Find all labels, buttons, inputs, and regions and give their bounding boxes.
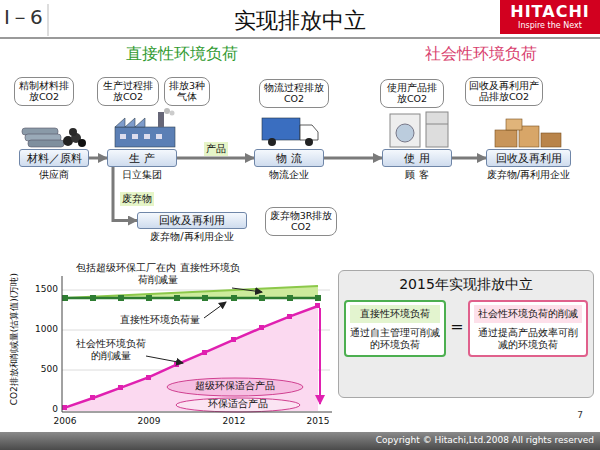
flow-arrow	[177, 157, 254, 160]
slide-label: 2006	[48, 416, 82, 426]
emission-callout: 废弃物3R排放CO2	[265, 207, 337, 236]
process-box: 材料／原料供应商	[19, 149, 89, 167]
super-eco-ellipse	[167, 378, 303, 396]
actor-label: 废弃物/再利用企业	[150, 230, 233, 244]
slide-label: 2015	[301, 416, 335, 426]
actor-label: 物流企业	[269, 168, 309, 182]
slide-label: 7	[570, 410, 590, 420]
material-icon	[22, 128, 86, 147]
emission-callout: 物流过程排放CO2	[259, 79, 329, 108]
actor-label: 废弃物/再利用企业	[487, 168, 570, 182]
slide-label: Inspire the Next	[500, 21, 600, 30]
slide-label: 500	[22, 364, 58, 374]
social-area	[65, 306, 318, 411]
node-text: 排放3种气体	[168, 80, 206, 103]
direct-line	[65, 297, 318, 300]
slide-label: 包括超级环保工厂在内 直接性环境负荷削减量	[74, 262, 242, 285]
slide-label: CO2排放和削减量(估算值)(万吨)	[9, 254, 19, 424]
neutral-drop-arrow	[319, 308, 321, 404]
process-box: 回收及再利用废弃物/再利用企业	[486, 149, 571, 167]
recycle-boxes-icon	[495, 119, 561, 147]
truck-icon	[262, 118, 318, 146]
logo-box	[500, 0, 600, 34]
section-heading: 社会性环境负荷	[368, 44, 594, 65]
node-text: 回收及再利用	[159, 213, 225, 228]
edge-label: 产品	[204, 142, 228, 156]
slide-label: 0	[22, 404, 58, 414]
axis-y	[62, 276, 63, 412]
node-text: 回收及再利用产品排放CO2	[469, 80, 539, 103]
eco-ellipse	[176, 398, 300, 412]
appliance-icon	[390, 112, 448, 147]
slide-label: =	[448, 318, 466, 336]
slide-label: 社会性环境负荷的削减量	[76, 338, 146, 361]
flow-arrow	[452, 157, 486, 160]
emission-callout: 生产过程排放CO2	[97, 77, 159, 106]
slide-label: 直接性环境负荷量	[112, 314, 208, 326]
region-panel: 直接性环境负荷精制材料排放CO2材料／原料供应商生产过程排放CO2排放3种气体生…	[8, 72, 356, 254]
leader-lines	[146, 288, 262, 363]
node-text: 材料／原料	[27, 151, 82, 166]
edge-label: 废弃物	[120, 192, 154, 206]
slide-label: Copyright © Hitachi,Ltd.2008 All rights …	[300, 435, 594, 445]
axis-x	[62, 412, 332, 413]
node-text: 生 产	[129, 151, 155, 166]
slide-label: 2009	[132, 416, 166, 426]
summary-box: 社会性环境负荷的削减通过提高产品效率可削减的环境负荷	[468, 300, 588, 357]
social-points	[62, 303, 320, 410]
actor-label: 日立集团	[122, 168, 162, 182]
node-text: 物流过程排放CO2	[263, 82, 325, 105]
region-panel: 社会性环境负荷使用产品排放CO2回收及再利用产品排放CO2使 用顾 客回收及再利…	[368, 72, 594, 196]
process-box: 使 用顾 客	[382, 149, 452, 167]
summary-heading: 直接性环境负荷	[350, 305, 440, 323]
summary-body: 通过提高产品效率可削减的环境负荷	[474, 327, 582, 352]
slide-title: 实现排放中立	[100, 6, 500, 36]
actor-label: 供应商	[39, 168, 69, 182]
summary-box: 直接性环境负荷通过自主管理可削减的环境负荷	[344, 300, 446, 357]
node-text: 精制材料排放CO2	[18, 80, 70, 103]
flow-arrow	[89, 157, 107, 160]
social-line	[65, 306, 318, 408]
slide-label: Ⅰ－6	[4, 6, 48, 29]
node-text: 使用产品排放CO2	[384, 82, 440, 105]
slide-label: 2012	[217, 416, 251, 426]
reduction-line	[65, 286, 318, 298]
footer	[0, 432, 600, 450]
emission-callout: 排放3种气体	[164, 77, 210, 106]
panel-title: 2015年实现排放中立	[339, 271, 593, 294]
reduction-wedge	[65, 286, 318, 298]
factory-icon	[115, 108, 175, 147]
section-heading: 直接性环境负荷	[8, 44, 356, 65]
process-box: 物 流物流企业	[254, 149, 324, 167]
chart	[62, 276, 332, 412]
slide-label: 1500	[22, 284, 58, 294]
emission-callout: 精制材料排放CO2	[14, 77, 74, 106]
node-text: 使 用	[404, 151, 430, 166]
summary-heading: 社会性环境负荷的削减	[474, 305, 582, 323]
direct-points	[62, 295, 321, 301]
icons	[22, 108, 561, 147]
actor-label: 顾 客	[405, 168, 428, 182]
node-text: 生产过程排放CO2	[101, 80, 155, 103]
node-text: 物 流	[276, 151, 302, 166]
slide-label: 环保适合产品	[178, 399, 298, 410]
slide-label: HITACHI	[500, 3, 600, 21]
process-box: 生 产日立集团	[107, 149, 177, 167]
header	[0, 0, 600, 38]
summary-panel: 2015年实现排放中立直接性环境负荷通过自主管理可削减的环境负荷社会性环境负荷的…	[338, 270, 594, 398]
process-box: 回收及再利用废弃物/再利用企业	[137, 212, 247, 229]
slide-label: 超级环保适合产品	[172, 380, 298, 392]
flow-arrow	[324, 157, 382, 160]
node-text: 回收及再利用	[496, 151, 562, 166]
emission-callout: 使用产品排放CO2	[380, 79, 444, 108]
slide-label: 1000	[22, 324, 58, 334]
summary-body: 通过自主管理可削减的环境负荷	[350, 327, 440, 352]
title-area: 实现排放中立	[100, 6, 500, 36]
emission-callout: 回收及再利用产品排放CO2	[465, 77, 543, 106]
node-text: 废弃物3R排放CO2	[269, 210, 333, 233]
